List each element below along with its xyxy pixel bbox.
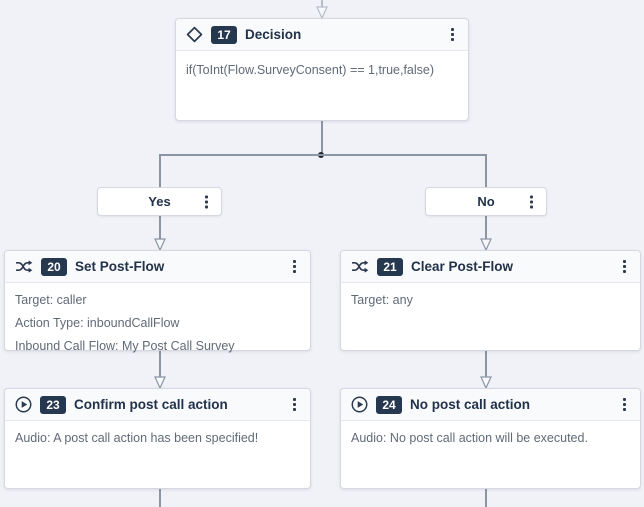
connector-line [321,0,323,8]
node-number-badge: 17 [211,25,237,44]
connector-line [159,351,161,377]
branch-label-no[interactable]: No [425,187,547,216]
node-number-badge: 21 [377,257,403,276]
node-decision[interactable]: 17 Decision if(ToInt(Flow.SurveyConsent)… [175,18,469,121]
branch-label-yes[interactable]: Yes [97,187,222,216]
diamond-icon [186,26,203,43]
node-number-badge: 23 [40,395,66,414]
node-title: Set Post-Flow [75,259,165,274]
node-body: if(ToInt(Flow.SurveyConsent) == 1,true,f… [176,51,468,88]
node-number-badge: 20 [41,257,67,276]
node-title: Confirm post call action [74,397,228,412]
node-header: 17 Decision [176,19,468,51]
node-title: Clear Post-Flow [411,259,514,274]
connector-line [485,154,487,187]
connector-line [485,489,487,507]
connector-line [159,154,486,156]
arrowhead-icon [154,376,166,389]
connector-line [159,489,161,507]
node-body-line: Audio: A post call action has been speci… [15,431,259,445]
node-body: Audio: No post call action will be execu… [341,421,640,456]
node-body-line: Target: any [351,293,413,307]
play-icon [15,396,32,413]
node-body-line: Target: caller [15,293,87,307]
kebab-menu-icon[interactable] [201,192,212,211]
shuffle-icon [15,259,33,274]
node-body: Target: caller Action Type: inboundCallF… [5,283,310,364]
node-header: 24 No post call action [341,389,640,421]
node-clear-post-flow[interactable]: 21 Clear Post-Flow Target: any [340,250,641,351]
connector-line [321,121,323,155]
node-set-post-flow[interactable]: 20 Set Post-Flow Target: caller Action T… [4,250,311,353]
kebab-menu-icon[interactable] [619,257,630,276]
branch-label-text: No [477,194,495,209]
connector-line [485,351,487,377]
arrowhead-icon [480,376,492,389]
play-icon [351,396,368,413]
connector-line [159,154,161,187]
node-title: Decision [245,27,302,42]
shuffle-icon [351,259,369,274]
node-header: 23 Confirm post call action [5,389,310,421]
arrowhead-icon [480,238,492,251]
branch-label-text: Yes [148,194,171,209]
node-body-line: Audio: No post call action will be execu… [351,431,588,445]
connector-line [485,216,487,239]
node-body-line: Action Type: inboundCallFlow [15,316,180,330]
node-no-post-call-action[interactable]: 24 No post call action Audio: No post ca… [340,388,641,489]
node-confirm-post-call-action[interactable]: 23 Confirm post call action Audio: A pos… [4,388,311,489]
connector-line [159,216,161,239]
node-body: Audio: A post call action has been speci… [5,421,310,456]
arrowhead-icon [154,238,166,251]
node-number-badge: 24 [376,395,402,414]
node-title: No post call action [410,397,531,412]
node-header: 21 Clear Post-Flow [341,251,640,283]
kebab-menu-icon[interactable] [447,25,458,44]
node-body-line: Inbound Call Flow: My Post Call Survey [15,339,235,353]
arrowhead-icon [316,6,328,19]
kebab-menu-icon[interactable] [289,257,300,276]
kebab-menu-icon[interactable] [619,395,630,414]
node-header: 20 Set Post-Flow [5,251,310,283]
kebab-menu-icon[interactable] [289,395,300,414]
node-body-line: if(ToInt(Flow.SurveyConsent) == 1,true,f… [186,63,435,77]
kebab-menu-icon[interactable] [526,192,537,211]
node-body: Target: any [341,283,640,318]
